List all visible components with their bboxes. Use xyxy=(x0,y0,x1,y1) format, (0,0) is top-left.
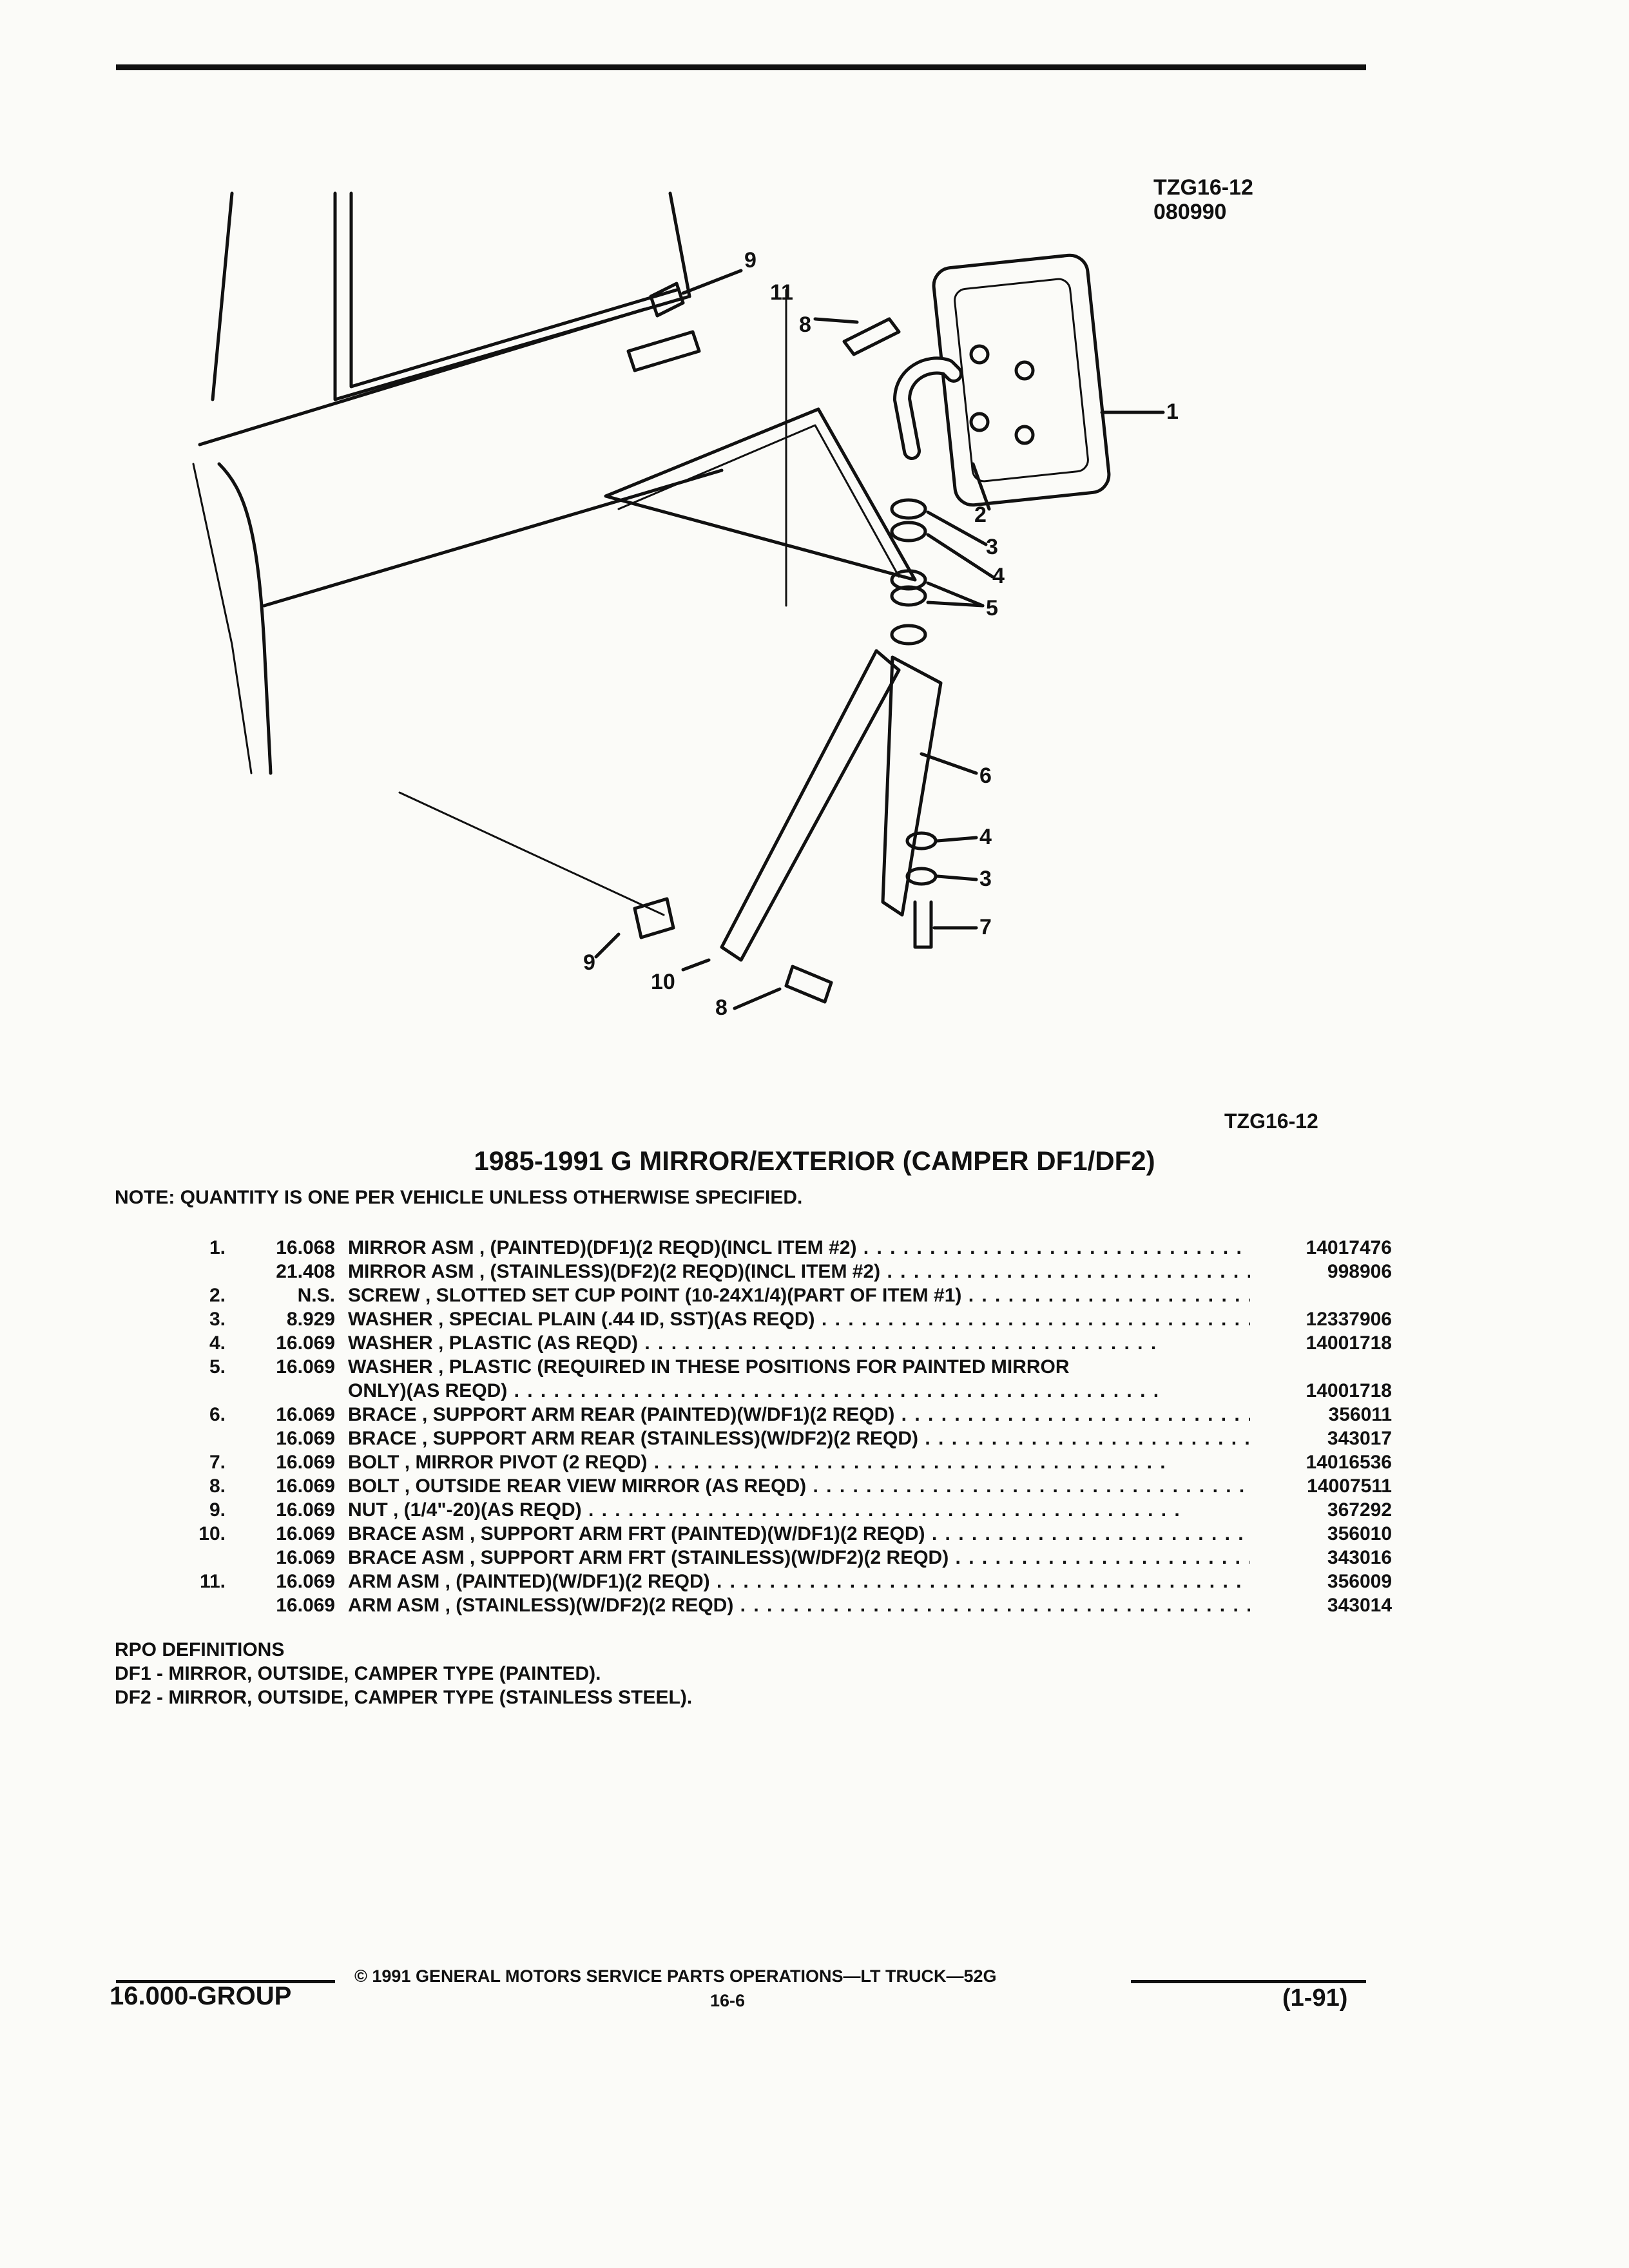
part-name: WASHER xyxy=(348,1309,433,1330)
figure-date-code: 080990 xyxy=(1153,200,1227,224)
rear-brace xyxy=(881,655,943,917)
top-rule xyxy=(116,64,1366,70)
part-name: MIRROR ASM xyxy=(348,1237,474,1258)
part-number: 356010 xyxy=(1327,1523,1392,1544)
part-name: ARM ASM xyxy=(348,1571,440,1592)
door-handle xyxy=(626,330,701,372)
figure-code-bottom: TZG16-12 xyxy=(1224,1110,1318,1133)
footer-rule-right xyxy=(1131,1980,1366,1983)
callout-8-lower: 8 xyxy=(715,995,728,1020)
part-number: 343016 xyxy=(1327,1547,1392,1568)
part-number: 14017476 xyxy=(1306,1237,1392,1258)
part-name: BRACE ASM xyxy=(348,1547,465,1568)
callout-1: 1 xyxy=(1166,399,1179,424)
callout-11: 11 xyxy=(770,280,793,305)
part-name: BRACE xyxy=(348,1428,417,1449)
parts-row: ONLY)(AS REQD) . . . . . . . . . . . . .… xyxy=(348,1380,1392,1401)
callout-4-lower: 4 xyxy=(979,825,992,849)
part-number: 356011 xyxy=(1328,1404,1392,1425)
callout-5: 5 xyxy=(986,596,998,620)
fender-edge xyxy=(217,462,273,775)
body-pillar-line xyxy=(211,191,234,401)
footer-copyright: © 1991 GENERAL MOTORS SERVICE PARTS OPER… xyxy=(354,1966,997,1986)
part-name: BRACE ASM xyxy=(348,1523,465,1544)
part-number: 356009 xyxy=(1327,1571,1392,1592)
door-lower-line xyxy=(262,468,724,608)
part-name: ARM ASM xyxy=(348,1595,440,1616)
part-number: 998906 xyxy=(1327,1261,1392,1282)
part-number: 14001718 xyxy=(1306,1332,1392,1354)
footer-date: (1-91) xyxy=(1282,1984,1348,2012)
arm-asm xyxy=(604,407,917,582)
door-window-inner xyxy=(349,191,679,389)
front-brace xyxy=(720,649,901,962)
part-number xyxy=(1250,1283,1392,1307)
page-title: 1985-1991 G MIRROR/EXTERIOR (CAMPER DF1/… xyxy=(474,1146,1155,1176)
figure-code-block: TZG16-12 080990 xyxy=(1153,175,1253,224)
part-name: WASHER xyxy=(348,1332,433,1354)
part-name: MIRROR ASM xyxy=(348,1261,474,1282)
part-number xyxy=(1250,1355,1392,1379)
footer-rule-left xyxy=(116,1980,335,1983)
part-number: 14007511 xyxy=(1307,1475,1392,1497)
part-number: 367292 xyxy=(1327,1499,1392,1521)
callout-10: 10 xyxy=(651,970,675,994)
callout-3: 3 xyxy=(986,535,998,559)
door-belt-line xyxy=(198,307,646,447)
mirror-head xyxy=(932,253,1111,507)
callout-2: 2 xyxy=(974,503,987,527)
parts-row: 2.N.S.SCREW , SLOTTED SET CUP POINT (10-… xyxy=(116,1283,1392,1307)
callout-8-upper: 8 xyxy=(799,312,811,337)
footer-page-number: 16-6 xyxy=(710,1991,746,2010)
rpo-line: DF1 - MIRROR, OUTSIDE, CAMPER TYPE (PAIN… xyxy=(115,1663,601,1684)
rpo-definitions: RPO DEFINITIONS DF1 - MIRROR, OUTSIDE, C… xyxy=(115,1638,692,1709)
rpo-line: DF2 - MIRROR, OUTSIDE, CAMPER TYPE (STAI… xyxy=(115,1687,693,1708)
callout-9-lower: 9 xyxy=(583,950,595,975)
part-name: BRACE xyxy=(348,1404,417,1425)
part-number: 12337906 xyxy=(1306,1309,1392,1330)
part-number: 343014 xyxy=(1327,1595,1392,1616)
part-number: 343017 xyxy=(1327,1428,1392,1449)
part-name: WASHER xyxy=(348,1356,433,1378)
footer-group: 16.000-GROUP xyxy=(110,1982,292,2010)
mirror-back-plate xyxy=(954,278,1089,483)
figure-code: TZG16-12 xyxy=(1153,175,1253,200)
exploded-parts-diagram: 1 2 3 4 5 6 4 3 7 8 9 10 11 8 9 xyxy=(192,191,1179,1020)
part-name: BOLT xyxy=(348,1452,400,1473)
callout-9-upper: 9 xyxy=(744,248,757,273)
callout-3-lower: 3 xyxy=(979,867,992,891)
quantity-note: NOTE: QUANTITY IS ONE PER VEHICLE UNLESS… xyxy=(115,1187,803,1208)
part-name: NUT xyxy=(348,1499,388,1521)
callout-7: 7 xyxy=(979,915,992,939)
callout-4: 4 xyxy=(992,564,1005,588)
callout-6: 6 xyxy=(979,764,992,788)
part-number: 14016536 xyxy=(1306,1452,1392,1473)
part-name: SCREW xyxy=(348,1285,420,1306)
part-name: BOLT xyxy=(348,1475,400,1497)
rpo-heading: RPO DEFINITIONS xyxy=(115,1639,285,1660)
part-number: 14001718 xyxy=(1306,1380,1392,1401)
body-contour xyxy=(192,463,253,774)
